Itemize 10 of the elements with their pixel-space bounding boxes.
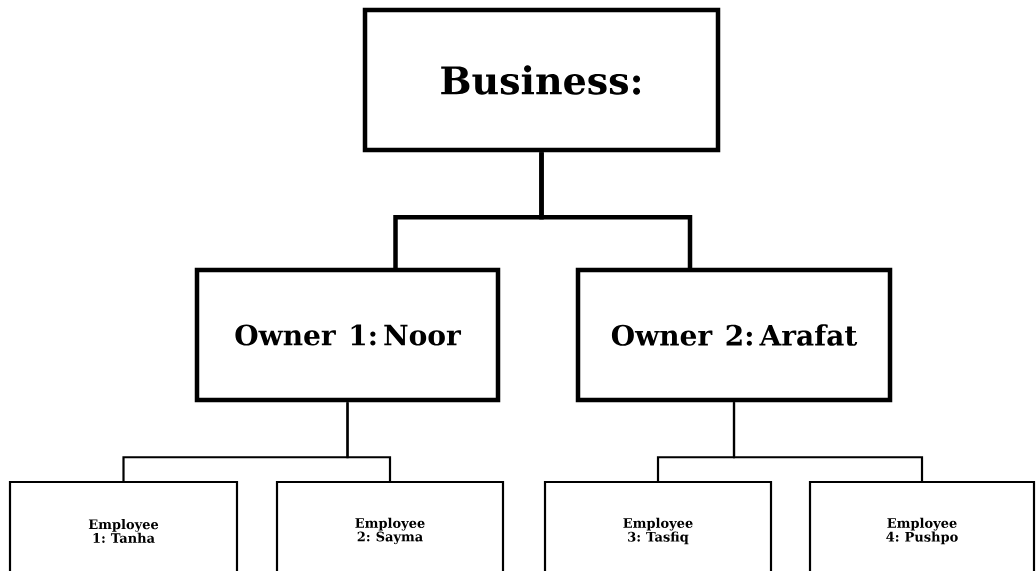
employee-box: Employee 1: Tanha (8, 480, 239, 571)
employee-box: Employee 4: Pushpo (808, 480, 1036, 571)
connector-line (732, 402, 924, 481)
connector-line (539, 152, 693, 270)
employee-box: Employee 2: Sayma (275, 480, 505, 571)
connector-line (346, 402, 392, 481)
title-box: Business: (362, 7, 721, 153)
owner-box: Owner 1: Noor (194, 267, 501, 403)
employee-box: Employee 3: Tasfiq (543, 480, 773, 571)
owner-box: Owner 2: Arafat (575, 267, 893, 403)
